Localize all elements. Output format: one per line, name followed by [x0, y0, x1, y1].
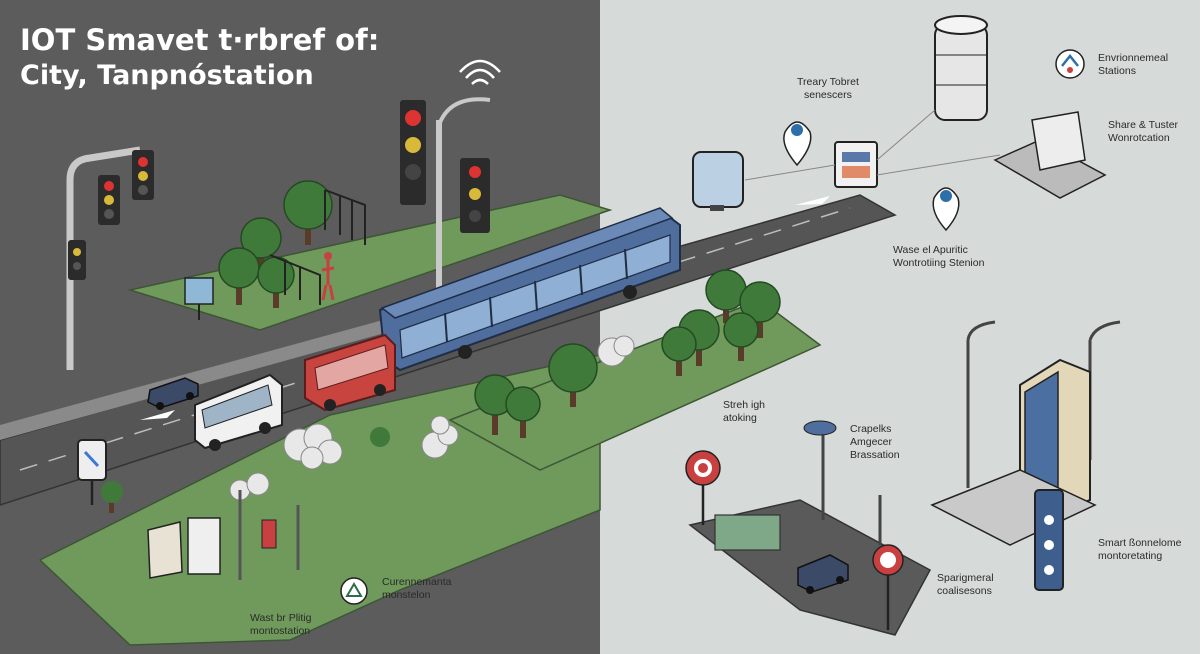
- bus-stop-shelter: [269, 189, 366, 305]
- van-icon: [194, 373, 283, 451]
- tree-icon: [548, 343, 598, 407]
- wifi-signal-icon: [459, 59, 501, 85]
- kiosk-icon: [1034, 489, 1064, 591]
- label-environmental-stations: Envrionnemeal Stations: [1098, 52, 1169, 77]
- street-lamp-icon: [238, 490, 300, 580]
- tree-icon: [723, 312, 759, 361]
- connection-lines: [744, 109, 1001, 181]
- label-streh-atoking: Streh igh atoking: [723, 399, 766, 424]
- smart-meter: [834, 141, 878, 188]
- bus-icon: [378, 207, 681, 372]
- location-pin-icon: [783, 121, 812, 167]
- label-wase-monitoring-station: Wase el Apuritic Wontrotiing Stenion: [893, 244, 985, 269]
- steam-cloud: [597, 335, 635, 367]
- label-crapelks-brassation: Crapelks Amgecer Brassation: [850, 423, 900, 461]
- green-container: [714, 514, 781, 551]
- grass-area-right: [448, 299, 822, 471]
- car-icon: [797, 554, 849, 594]
- label-sparigmeral-coalisesons: Sparigmeral coalisesons: [937, 572, 994, 597]
- label-smart-monitoring: Smart ßonnelome montoretating: [1098, 537, 1182, 562]
- tree-icon: [101, 481, 123, 513]
- signpost-icon: [77, 439, 107, 505]
- stop-sign-icon: [872, 544, 904, 630]
- bus-icon: [304, 333, 396, 412]
- recycle-icon: [340, 577, 368, 605]
- location-pin-icon: [932, 187, 960, 232]
- steam-cloud: [421, 415, 459, 459]
- label-treary-sensors: Treary Tobret senescers: [797, 76, 859, 101]
- display-screen: [692, 151, 744, 211]
- sensor-tower-icon: [934, 15, 988, 121]
- tree-icon: [505, 386, 541, 438]
- shopping-bag: [147, 517, 221, 579]
- tree-icon: [661, 326, 697, 376]
- monitoring-station: [993, 111, 1107, 199]
- traffic-light-icon: [66, 146, 154, 370]
- label-curennemanta: Curennemanta monstelon: [382, 576, 452, 601]
- road-arrow: [140, 410, 175, 420]
- kiosk-icon: [184, 277, 214, 320]
- tree-icon: [705, 269, 747, 323]
- stop-sign-icon: [685, 450, 721, 525]
- title-line-2: City, Tanpnóstation: [20, 60, 314, 91]
- page-title: IOT Smavet t·rbref of: City, Tanpnóstati…: [20, 22, 379, 94]
- traffic-light-icon: [400, 97, 491, 290]
- label-wast-monitoring: Wast br Plitig montostation: [250, 612, 312, 637]
- recycle-icon: [1055, 49, 1085, 79]
- title-line-1: IOT Smavet t·rbref of:: [20, 23, 380, 57]
- tree-icon: [370, 427, 390, 447]
- tree-icon: [283, 180, 333, 245]
- building-icon: [930, 358, 1097, 546]
- steam-cloud: [283, 423, 343, 470]
- pedestrian: [321, 252, 335, 301]
- car-icon: [147, 377, 199, 410]
- road-arrow: [795, 196, 830, 205]
- label-share-monitoring: Share & Tuster Wonrotcation: [1108, 119, 1179, 144]
- tree-icon: [739, 281, 781, 338]
